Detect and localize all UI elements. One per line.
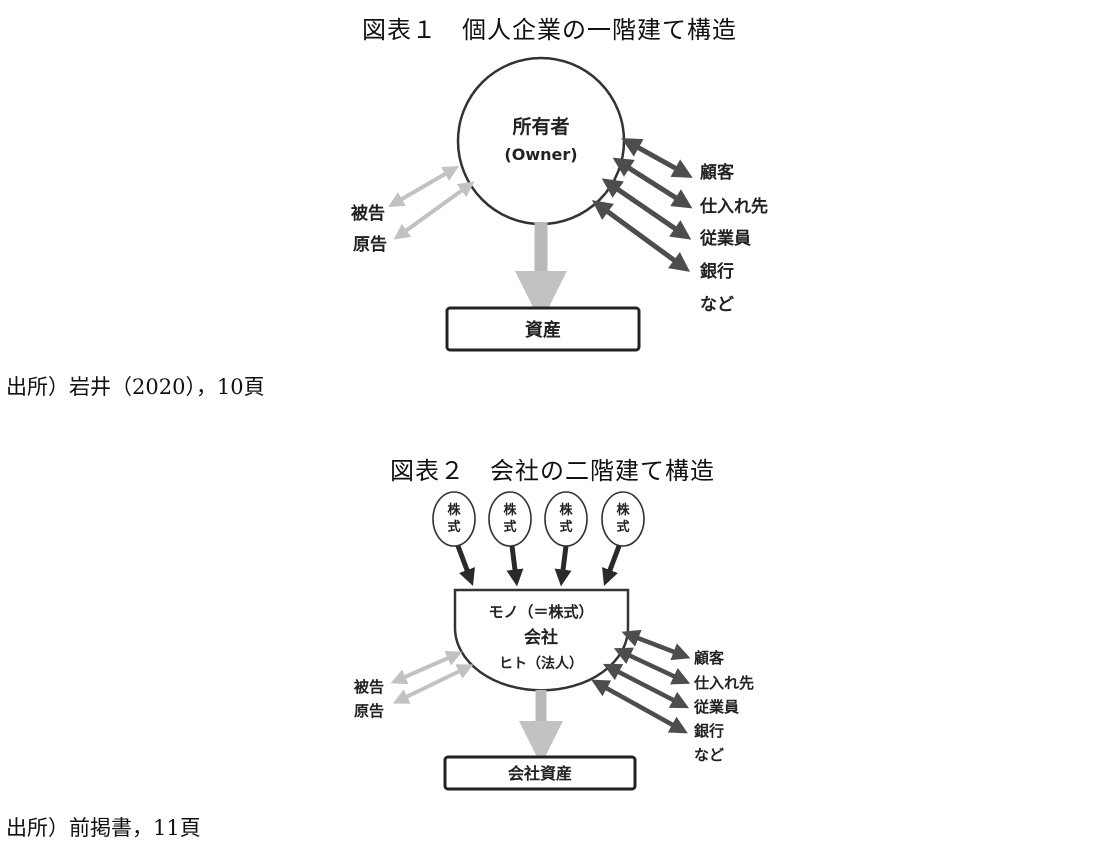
share-label-4-bottom: 式 bbox=[616, 519, 629, 535]
asset-label: 資産 bbox=[525, 319, 561, 341]
share-oval-3: 株 式 bbox=[544, 491, 588, 547]
share-arrow-4 bbox=[602, 545, 622, 586]
share-arrow-2 bbox=[506, 545, 524, 587]
share-oval-4: 株 式 bbox=[601, 491, 645, 547]
f2-right-label-customers: 顧客 bbox=[694, 649, 725, 667]
right-label-etc: など bbox=[700, 295, 734, 315]
share-label-2-bottom: 式 bbox=[503, 519, 516, 535]
right-label-employees: 従業員 bbox=[699, 228, 751, 249]
right-arrow-employees bbox=[601, 178, 692, 240]
f2-right-arrow-customers bbox=[621, 629, 691, 661]
share-label-4-top: 株 bbox=[616, 502, 630, 518]
f2-right-arrow-banks bbox=[591, 679, 688, 734]
owner-label: 所有者 bbox=[512, 115, 569, 138]
right-label-customers: 顧客 bbox=[700, 162, 735, 183]
figure1-source: 出所）岩井（2020），10頁 bbox=[6, 375, 265, 399]
figure1-title: 図表１ 個人企業の一階建て構造 bbox=[362, 16, 737, 44]
figure2-source: 出所）前掲書，11頁 bbox=[6, 816, 201, 840]
share-oval-2: 株 式 bbox=[488, 491, 532, 547]
figure1-diagram: 所有者 (Owner) 資産 被告 原告 顧客 仕入れ先 従業員 銀行 など bbox=[351, 56, 768, 352]
f2-right-label-suppliers: 仕入れ先 bbox=[693, 674, 754, 692]
share-arrow-3 bbox=[554, 545, 572, 587]
share-arrow-1 bbox=[455, 545, 475, 586]
f2-left-label-defendant: 被告 bbox=[354, 678, 384, 696]
company-asset-box bbox=[443, 755, 637, 791]
company-sub-label: ヒト（法人） bbox=[499, 655, 583, 672]
company-top-label: モノ（＝株式） bbox=[488, 603, 593, 621]
left-arrow-plaintiff bbox=[393, 181, 475, 240]
share-label-1-bottom: 式 bbox=[447, 519, 460, 535]
right-label-suppliers: 仕入れ先 bbox=[699, 196, 768, 217]
left-label-plaintiff: 原告 bbox=[353, 234, 387, 255]
f2-left-label-plaintiff: 原告 bbox=[354, 702, 384, 720]
left-arrow-defendant bbox=[388, 165, 459, 208]
asset-box bbox=[445, 306, 641, 352]
figure2-title: 図表２ 会社の二階建て構造 bbox=[390, 457, 715, 485]
right-label-banks: 銀行 bbox=[700, 261, 734, 282]
company-asset-label: 会社資産 bbox=[508, 764, 572, 783]
f2-right-label-etc: など bbox=[694, 746, 724, 764]
f2-left-arrow-plaintiff bbox=[392, 664, 474, 704]
share-oval-1: 株 式 bbox=[432, 491, 476, 547]
share-label-2-top: 株 bbox=[503, 502, 517, 518]
share-label-1-top: 株 bbox=[447, 502, 461, 518]
company-main-label: 会社 bbox=[524, 627, 558, 648]
right-arrow-banks bbox=[591, 200, 691, 272]
share-label-3-bottom: 式 bbox=[559, 519, 572, 535]
f2-right-label-banks: 銀行 bbox=[694, 722, 724, 740]
figure2-diagram: 株 式 株 式 株 式 株 式 モノ（＝株式） 会社 ヒト（法人） bbox=[354, 491, 754, 791]
owner-sublabel: (Owner) bbox=[504, 145, 577, 164]
right-arrow-customers bbox=[621, 138, 693, 178]
share-label-3-top: 株 bbox=[559, 502, 573, 518]
owner-circle bbox=[456, 56, 626, 226]
f2-right-label-employees: 従業員 bbox=[693, 698, 739, 716]
left-label-defendant: 被告 bbox=[351, 203, 385, 224]
